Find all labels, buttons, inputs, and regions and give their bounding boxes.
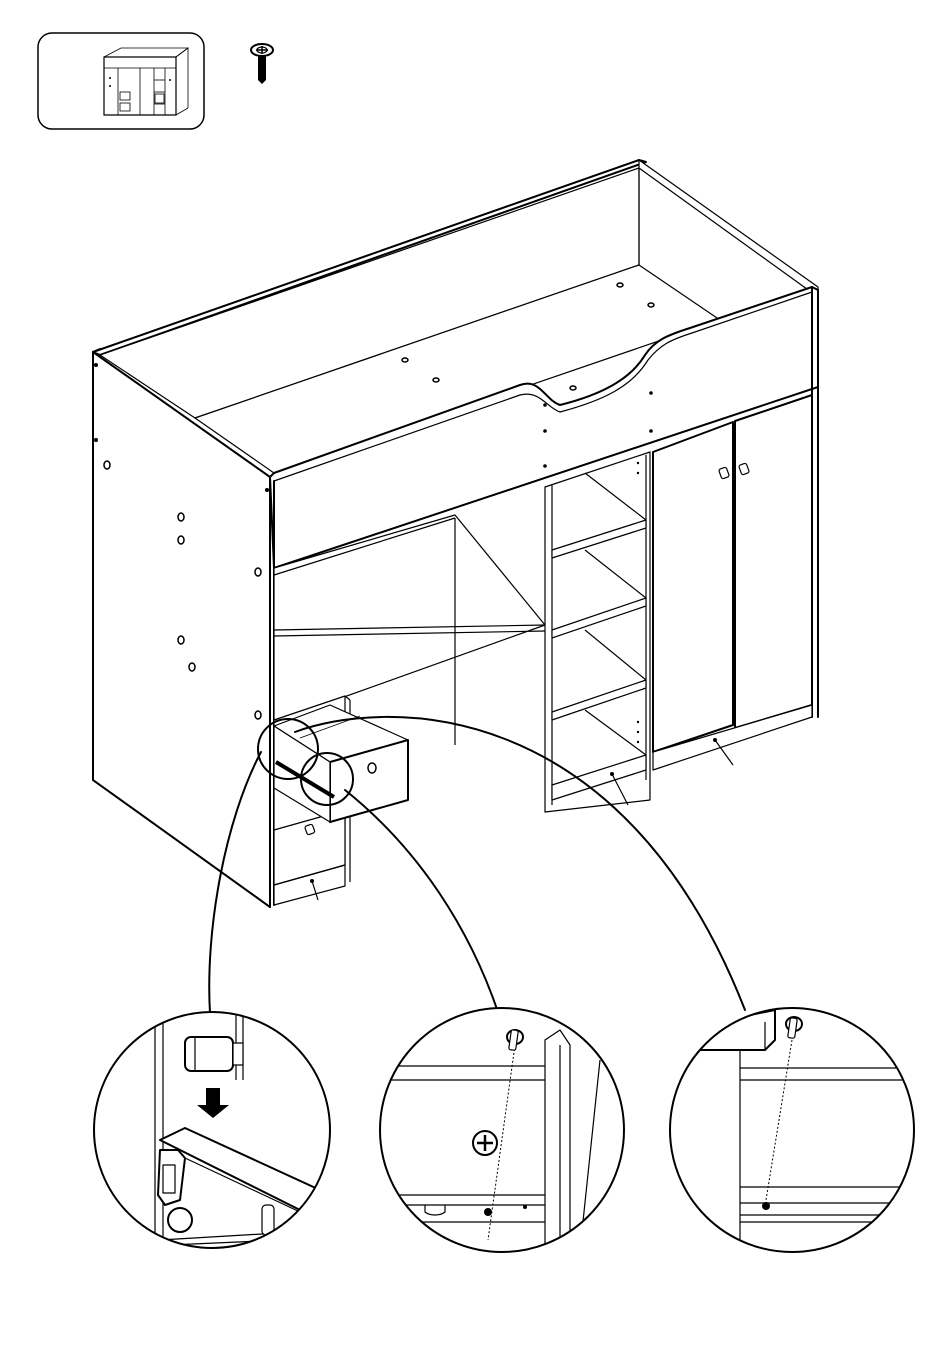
door-hinge-screw-detail	[670, 1008, 920, 1258]
drawer-front-screw-detail	[380, 1008, 630, 1258]
drawer-runner-wheel-detail	[90, 1010, 340, 1260]
screw-icon	[251, 44, 273, 84]
assembled-loft-bed-thumbnail	[104, 48, 188, 115]
loft-bed-assembly	[93, 160, 818, 907]
overview-thumbnail	[38, 33, 204, 129]
